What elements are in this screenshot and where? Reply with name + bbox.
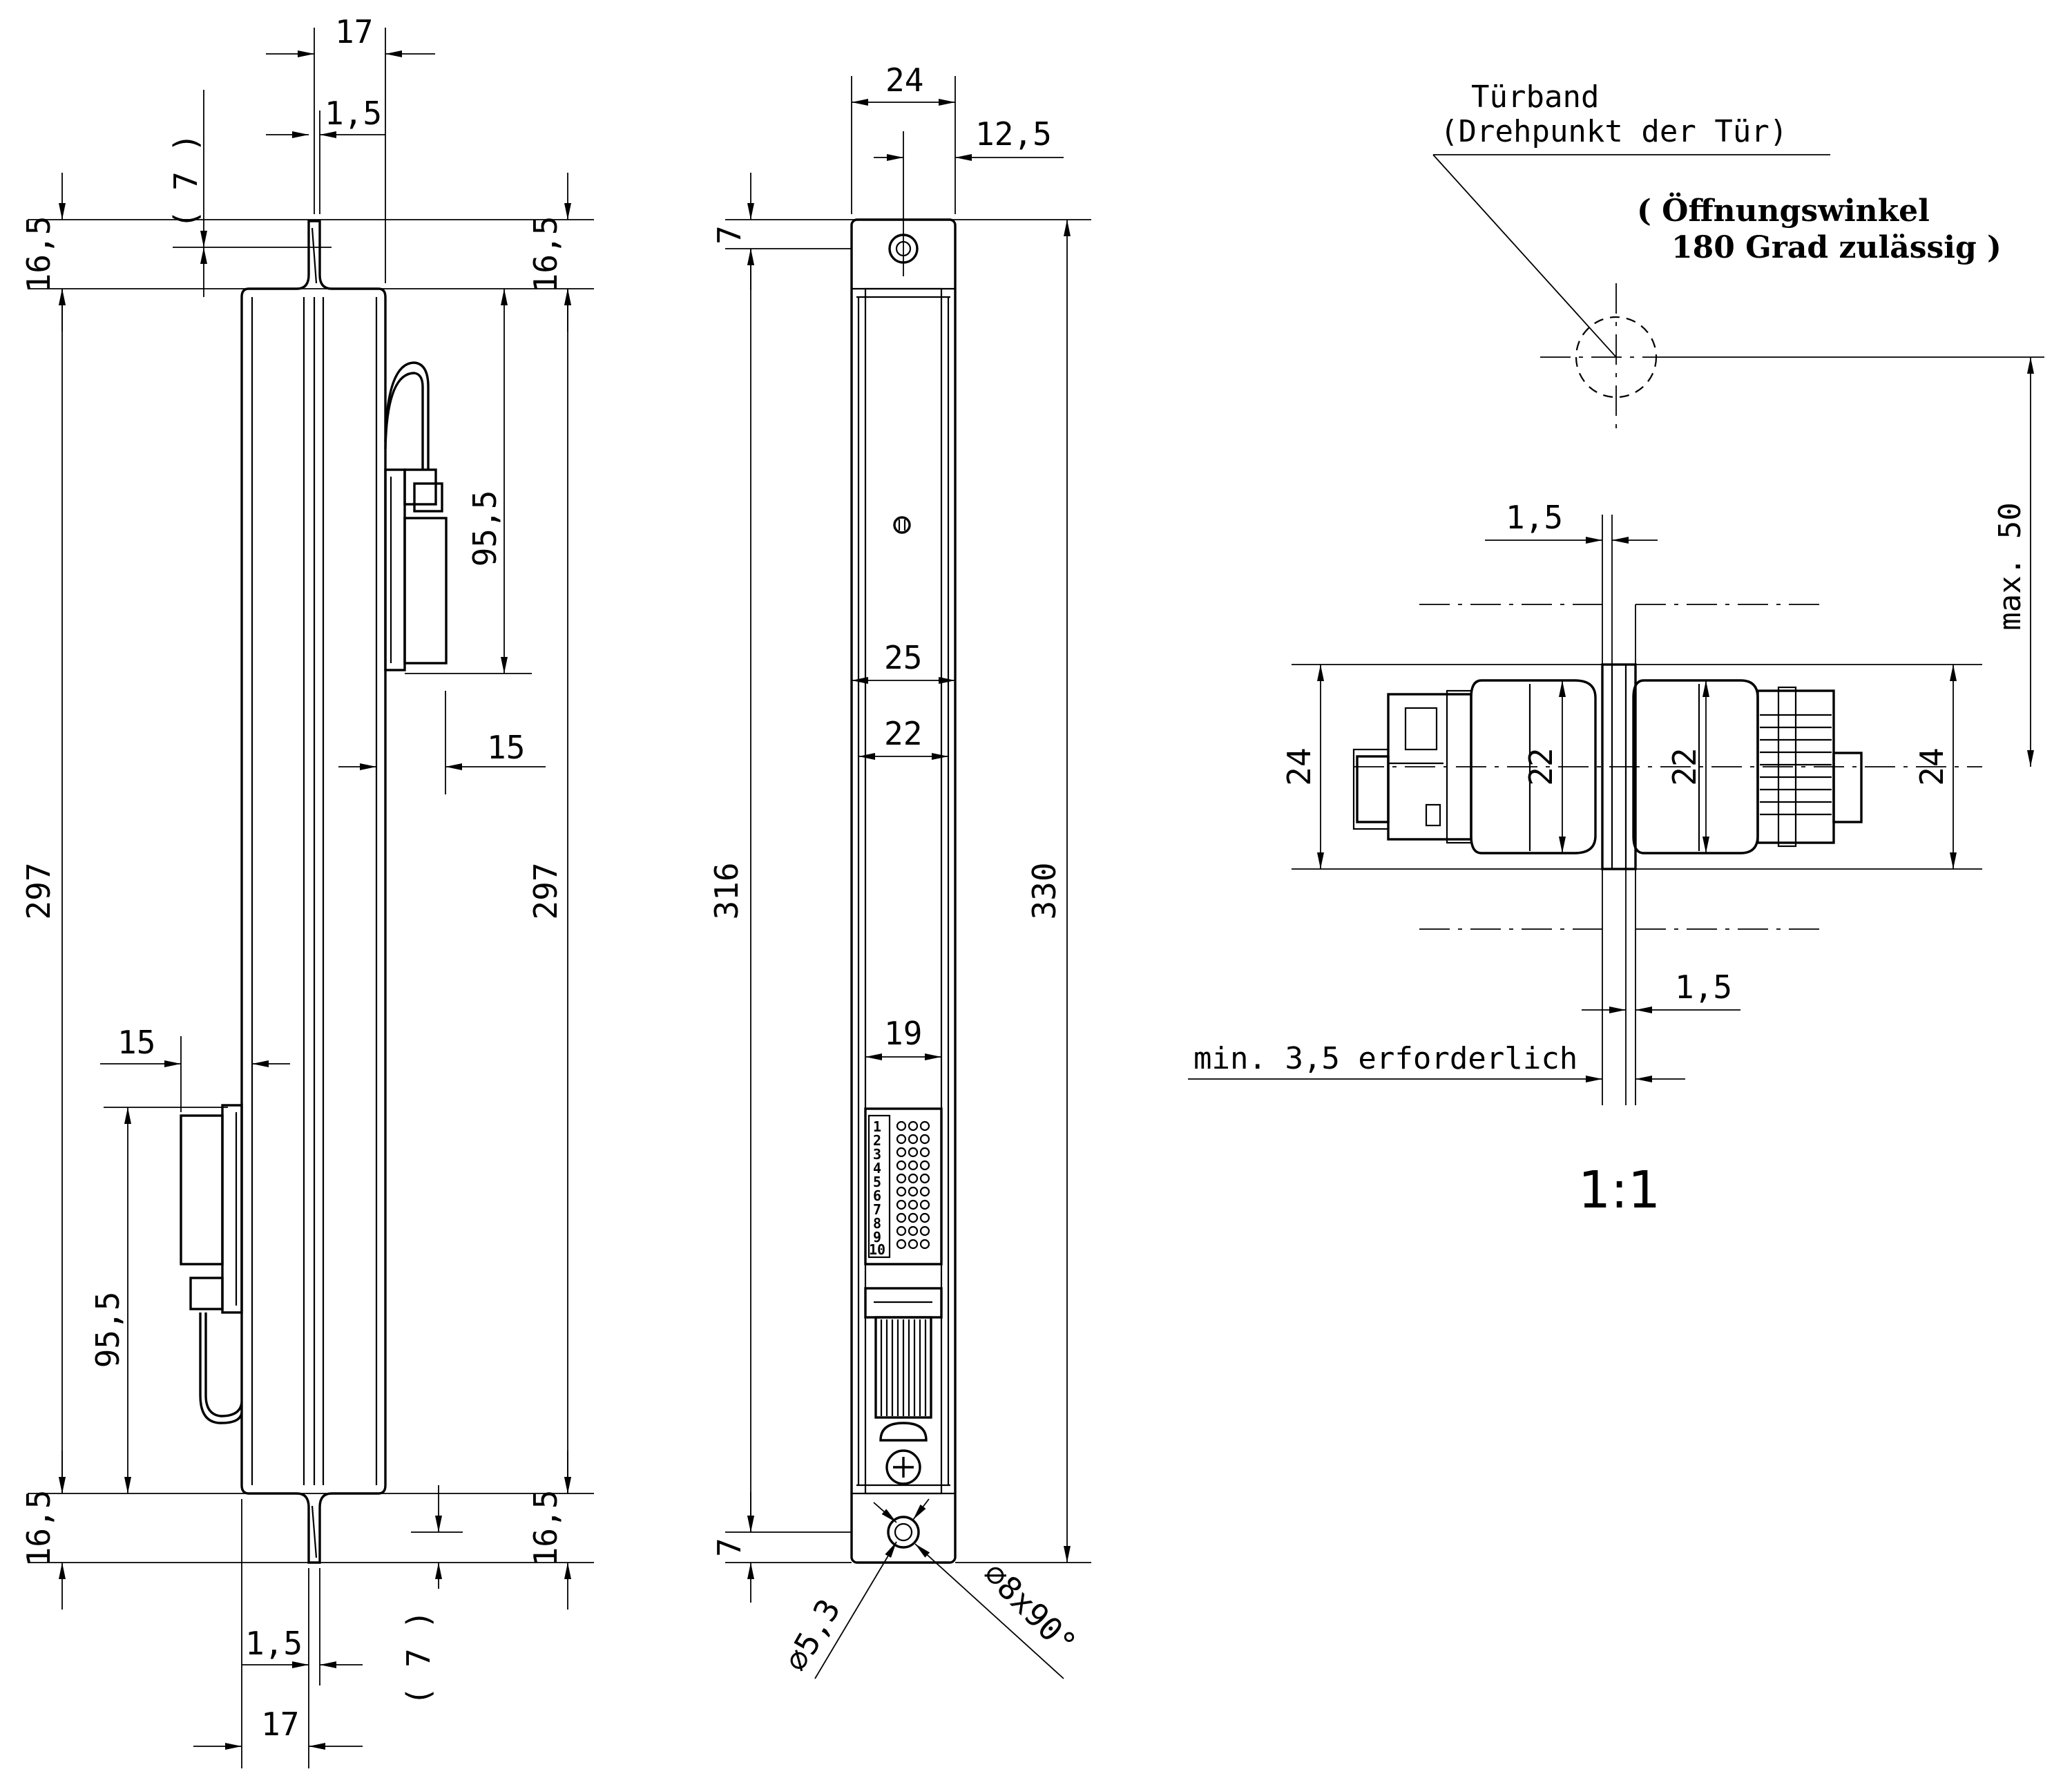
screw-icon: [885, 1449, 921, 1485]
terminal-number: 4: [873, 1160, 881, 1176]
dim-19: 19: [884, 1015, 922, 1052]
dim-7-top: ( 7 ): [167, 133, 204, 229]
connector-fins: [1760, 714, 1832, 816]
dim-15-left: 15: [117, 1024, 155, 1061]
terminal-screw-icon: [908, 1186, 919, 1197]
dim-7-mid-bottom: 7: [711, 1538, 748, 1557]
ribbon-cable: [880, 1319, 927, 1416]
terminal-screw-icon: [896, 1212, 907, 1223]
terminal-screw-icon: [919, 1225, 930, 1236]
hinge-label-line2: (Drehpunkt der Tür): [1440, 114, 1787, 149]
dim-1-5-right-bottom: 1,5: [1675, 968, 1732, 1006]
dim-25: 25: [884, 639, 922, 676]
terminal-number: 7: [873, 1201, 881, 1218]
terminal-screw-icon: [908, 1147, 919, 1158]
dim-max-50: max. 50: [1993, 502, 2028, 630]
dim-12-5: 12,5: [975, 115, 1052, 153]
dim-16-5-bottom-left: 16,5: [20, 1490, 57, 1567]
terminal-screw-icon: [919, 1160, 930, 1171]
terminal-block: [864, 1107, 943, 1266]
dim-22-right-right: 22: [1666, 747, 1703, 785]
dim-16-5-top-left: 16,5: [20, 216, 57, 293]
dim-24-top: 24: [885, 61, 923, 99]
terminal-number: 3: [873, 1146, 881, 1163]
terminal-number: 9: [873, 1229, 881, 1245]
terminal-screw-icon: [908, 1225, 919, 1236]
terminal-number: 5: [873, 1174, 881, 1190]
terminal-number: 6: [873, 1187, 881, 1204]
terminal-screw-icon: [908, 1173, 919, 1184]
terminal-screw-icon: [896, 1134, 907, 1145]
front-view: 1 2 3 4 5 6 7 8 9 10 24 12,5: [708, 61, 1091, 1679]
opening-angle-line1: ( Öffnungswinkel: [1637, 191, 1930, 229]
terminal-screw-icon: [919, 1134, 930, 1145]
dim-15-right: 15: [487, 729, 525, 766]
terminal-number: 2: [873, 1132, 881, 1149]
terminal-screw-icon: [919, 1186, 930, 1197]
side-view: 17 1,5 ( 7 ) 16,5 16,5 297 297: [20, 13, 594, 1768]
dim-297-right: 297: [527, 862, 564, 919]
dim-diameter-5-3: ⌀5,3: [777, 1593, 847, 1678]
top-view: Türband (Drehpunkt der Tür) ( Öffnungswi…: [1188, 79, 2044, 1220]
terminal-screws: [896, 1120, 930, 1250]
terminal-number: 10: [869, 1241, 885, 1258]
dim-16-5-top-right: 16,5: [527, 216, 564, 293]
scale-label: 1:1: [1578, 1161, 1660, 1220]
dim-95-5-upper: 95,5: [466, 490, 503, 567]
dim-17-top: 17: [335, 13, 373, 50]
dim-7-mid-top: 7: [711, 225, 748, 245]
terminal-screw-icon: [908, 1134, 919, 1145]
dim-16-5-bottom-right: 16,5: [527, 1490, 564, 1567]
dim-95-5-lower: 95,5: [89, 1292, 126, 1368]
terminal-screw-icon: [896, 1186, 907, 1197]
dim-1-5-right-top: 1,5: [1506, 499, 1563, 536]
terminal-number-list: 1 2 3 4 5 6 7 8 9 10: [869, 1118, 885, 1258]
terminal-screw-icon: [908, 1212, 919, 1223]
terminal-number: 1: [873, 1118, 881, 1135]
terminal-screw-icon: [919, 1212, 930, 1223]
terminal-number: 8: [873, 1215, 881, 1232]
dim-diameter-8x90: ⌀8x90°: [976, 1555, 1084, 1663]
dim-316: 316: [708, 862, 745, 919]
terminal-screw-icon: [908, 1160, 919, 1171]
dim-1-5-top: 1,5: [325, 95, 382, 132]
terminal-screw-icon: [896, 1120, 907, 1132]
dim-24-right-right: 24: [1913, 747, 1950, 785]
terminal-screw-icon: [896, 1160, 907, 1171]
terminal-screw-icon: [908, 1120, 919, 1132]
dim-22-right-left: 22: [1522, 747, 1560, 785]
terminal-screw-icon: [896, 1199, 907, 1210]
dim-330: 330: [1026, 862, 1063, 919]
terminal-screw-icon: [896, 1239, 907, 1250]
dim-17-bottom: 17: [261, 1706, 299, 1743]
terminal-screw-icon: [919, 1199, 930, 1210]
dim-22-mid: 22: [884, 715, 922, 752]
terminal-screw-icon: [908, 1199, 919, 1210]
dim-24-right-left: 24: [1280, 747, 1318, 785]
terminal-screw-icon: [896, 1147, 907, 1158]
hinge-label-line1: Türband: [1471, 79, 1599, 115]
dim-7-bottom: ( 7 ): [400, 1610, 437, 1706]
terminal-screw-icon: [919, 1120, 930, 1132]
terminal-screw-icon: [919, 1239, 930, 1250]
terminal-screw-icon: [896, 1225, 907, 1236]
terminal-screw-icon: [919, 1147, 930, 1158]
dim-297-left: 297: [20, 862, 57, 919]
dim-1-5-bottom: 1,5: [245, 1625, 303, 1662]
opening-angle-line2: 180 Grad zulässig ): [1671, 230, 2002, 265]
terminal-screw-icon: [908, 1239, 919, 1250]
min-gap-note: min. 3,5 erforderlich: [1193, 1041, 1577, 1076]
terminal-screw-icon: [919, 1173, 930, 1184]
terminal-screw-icon: [896, 1173, 907, 1184]
bottom-mounting-hole-icon: [887, 1516, 920, 1549]
